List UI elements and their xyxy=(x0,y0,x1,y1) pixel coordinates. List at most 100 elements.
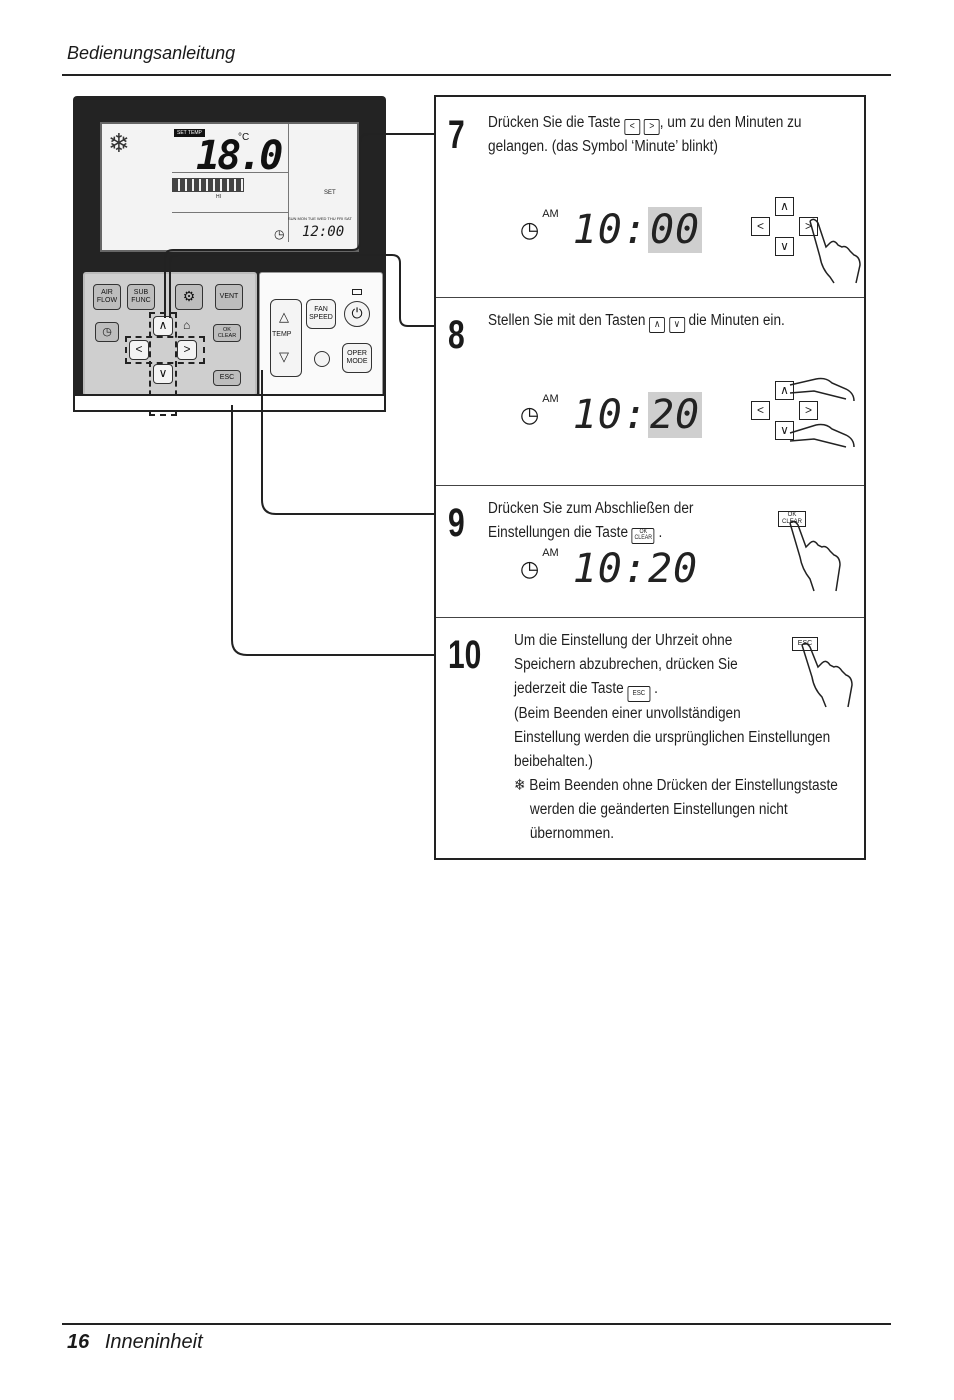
page-header-title: Bedienungsanleitung xyxy=(67,43,236,63)
up-key-icon: ∧ xyxy=(649,317,666,333)
lcd-temperature: 18.0 xyxy=(196,133,283,179)
right-button[interactable]: > xyxy=(177,340,197,360)
step-text-part: Drücken Sie zum Abschließen der xyxy=(488,500,694,517)
step-text-part: (Beim Beenden einer unvollständigen xyxy=(514,705,741,722)
lcd-time: 12:00 xyxy=(302,224,345,240)
hours: 10: xyxy=(572,207,648,253)
down-button[interactable]: ∨ xyxy=(153,364,173,384)
step-text-part: beibehalten.) xyxy=(514,753,593,770)
fan-speed-button[interactable]: FAN SPEED xyxy=(306,299,336,329)
horizontal-highlight xyxy=(125,336,205,364)
time-display: ◷ AM 10:20 xyxy=(520,546,699,592)
step-text: Um die Einstellung der Uhrzeit ohne Spei… xyxy=(514,629,838,846)
lcd-divider xyxy=(288,124,289,242)
round-button[interactable] xyxy=(314,351,330,367)
sub-func-button[interactable]: SUB FUNC xyxy=(127,284,155,310)
step-9: 9 Drücken Sie zum Abschließen der Einste… xyxy=(436,485,864,618)
step-text: Drücken Sie die Taste < >, um zu den Min… xyxy=(488,111,802,159)
esc-key-icon: ESC xyxy=(627,686,651,702)
step-text-part: die Minuten ein. xyxy=(688,312,785,329)
time-display: ◷ AM 10:00 xyxy=(520,207,703,253)
footer-rule xyxy=(62,1323,891,1325)
fan-label: HI xyxy=(216,194,221,200)
up-button[interactable]: ∧ xyxy=(153,316,173,336)
temp-up-icon: △ xyxy=(279,309,289,324)
hand-pointer-icon xyxy=(801,642,853,708)
right-key-icon: > xyxy=(799,401,818,420)
am-label: AM xyxy=(542,393,559,405)
temp-label: TEMP xyxy=(272,331,292,338)
step-text-part: Stellen Sie mit den Tasten xyxy=(488,312,646,329)
connector-updown xyxy=(169,254,434,327)
set-label: SET xyxy=(324,190,336,196)
page-number: 16 xyxy=(67,1331,90,1353)
temperature-panel: △ TEMP ▽ FAN SPEED ⏻ OPER MODE xyxy=(259,272,383,410)
step-10: 10 Um die Einstellung der Uhrzeit ohne S… xyxy=(436,617,864,862)
ok-clear-button[interactable]: OK CLEAR xyxy=(213,324,241,342)
step-text-part: . xyxy=(654,680,658,697)
connector-ok xyxy=(261,370,434,515)
vent-button[interactable]: VENT xyxy=(215,284,243,310)
weekday-labels: SUN MON TUE WED THU FRI SAT xyxy=(288,216,352,221)
steps-box: 7 Drücken Sie die Taste < >, um zu den M… xyxy=(434,95,866,860)
clock-icon: ◷ xyxy=(520,402,540,427)
power-indicator xyxy=(352,289,362,295)
time-display: ◷ AM 10:20 xyxy=(520,392,703,438)
step-text: Stellen Sie mit den Tasten ∧ ∨ die Minut… xyxy=(488,309,785,333)
step-text-part: Um die Einstellung der Uhrzeit ohne xyxy=(514,632,733,649)
temp-rocker[interactable] xyxy=(270,299,302,377)
oper-mode-button[interactable]: OPER MODE xyxy=(342,343,372,373)
am-label: AM xyxy=(542,547,559,559)
step-text-part: Einstellung werden die ursprünglichen Ei… xyxy=(514,729,831,746)
right-key-icon: > xyxy=(643,119,660,135)
step-text-part: jederzeit die Taste xyxy=(514,680,624,697)
time-digits: 10:20 xyxy=(572,546,699,592)
hand-pointer-icon xyxy=(789,520,841,592)
step-number: 7 xyxy=(448,113,465,157)
temp-down-icon: ▽ xyxy=(279,349,289,364)
up-key-icon: ∧ xyxy=(775,197,794,216)
clock-icon: ◷ xyxy=(520,217,540,242)
step-text-part: Drücken Sie die Taste xyxy=(488,114,621,131)
settings-gear-icon[interactable]: ⚙ xyxy=(175,284,203,310)
step-number: 9 xyxy=(448,501,465,545)
section-title: Inneninheit xyxy=(104,1331,203,1353)
step-text-part: Einstellungen die Taste xyxy=(488,524,629,541)
lcd-divider xyxy=(172,172,288,173)
step-text-part: gelangen. (das Symbol ‘Minute’ blinkt) xyxy=(488,138,718,155)
timer-clock-icon[interactable]: ◷ xyxy=(95,322,119,342)
connector-right xyxy=(164,133,434,318)
left-key-icon: < xyxy=(624,119,641,135)
down-key-icon: ∨ xyxy=(775,421,794,440)
step-text-part: , um zu den Minuten zu xyxy=(659,114,802,131)
set-temp-label: SET TEMP xyxy=(174,129,205,137)
time-digits: 10:00 xyxy=(572,207,703,253)
air-flow-button[interactable]: AIR FLOW xyxy=(93,284,121,310)
down-key-icon: ∨ xyxy=(668,317,685,333)
step-7: 7 Drücken Sie die Taste < >, um zu den M… xyxy=(436,97,864,298)
page-footer: 16 Inneninheit xyxy=(67,1331,203,1354)
minutes-blinking: 20 xyxy=(647,392,703,438)
step-8: 8 Stellen Sie mit den Tasten ∧ ∨ die Min… xyxy=(436,297,864,486)
hours: 10: xyxy=(572,392,648,438)
time-digits: 10:20 xyxy=(572,392,703,438)
vertical-highlight xyxy=(149,312,177,416)
power-icon[interactable]: ⏻ xyxy=(344,301,370,327)
esc-button[interactable]: ESC xyxy=(213,370,241,386)
step-number: 8 xyxy=(448,313,465,357)
step-text-part: . xyxy=(658,524,663,541)
step-text: Drücken Sie zum Abschließen der Einstell… xyxy=(488,497,693,545)
lcd-divider xyxy=(172,212,288,213)
clock-icon: ◷ xyxy=(274,227,285,241)
left-button[interactable]: < xyxy=(129,340,149,360)
step-number: 10 xyxy=(448,633,482,677)
cooling-icon: ❄ xyxy=(108,128,130,158)
remote-bottom-strip xyxy=(73,394,386,412)
home-icon: ⌂ xyxy=(183,318,191,332)
clock-icon: ◷ xyxy=(520,556,540,581)
header-rule xyxy=(62,74,891,76)
two-hands-pointer-icon xyxy=(789,377,855,448)
left-key-icon: < xyxy=(751,217,770,236)
